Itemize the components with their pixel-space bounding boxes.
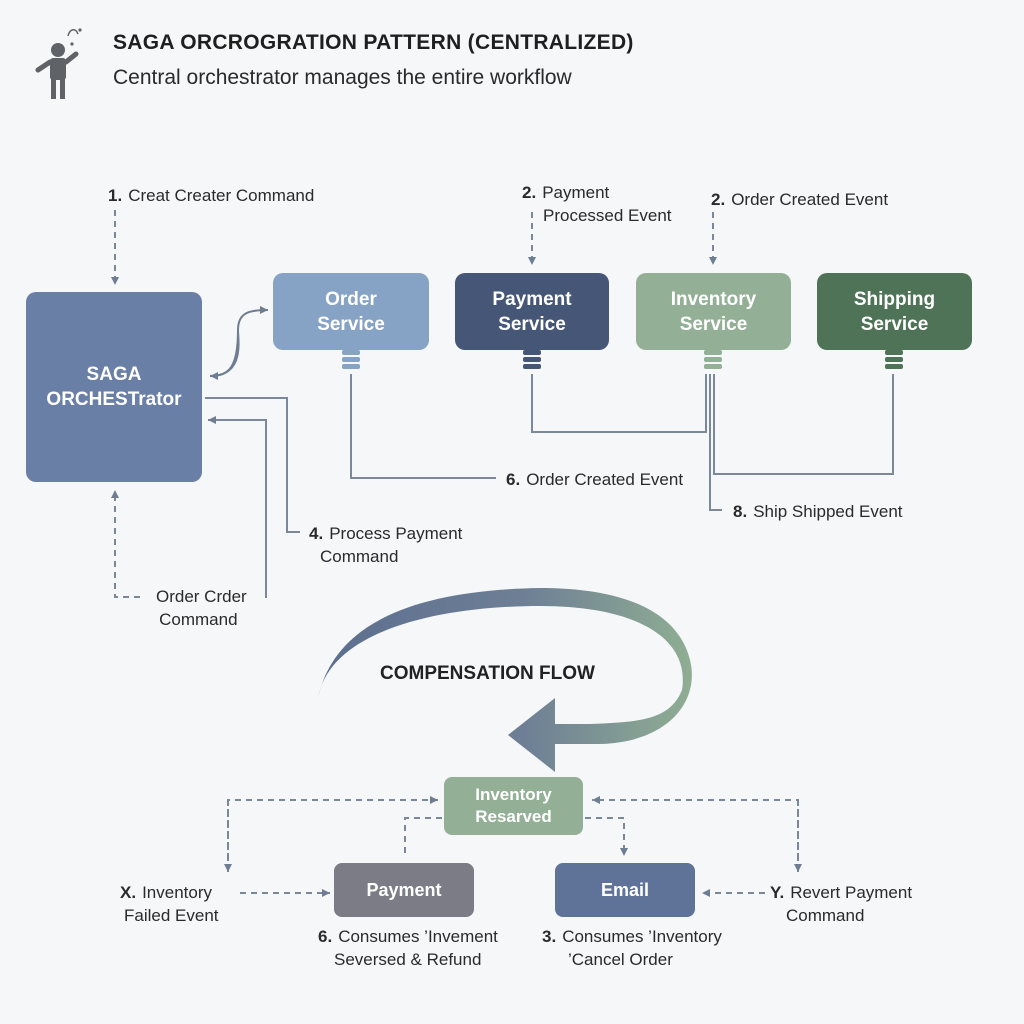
- node-label: Service: [679, 313, 748, 335]
- label-step6: 6.Order Created Event: [506, 470, 684, 489]
- order-service-node: Order Service: [273, 273, 429, 350]
- line-order-command: [208, 416, 267, 598]
- node-label: Service: [317, 313, 385, 335]
- label-step1: 1.Creat Creater Command: [108, 186, 315, 205]
- label-step3: 3.Consumes ’Inventory ’Cancel Order: [542, 927, 722, 969]
- line-step6: [350, 374, 496, 479]
- label-step8: 8.Ship Shipped Event: [733, 502, 903, 521]
- node-label: Shipping: [853, 288, 936, 310]
- node-label: Payment: [366, 879, 442, 900]
- node-label: SAGA: [86, 364, 142, 385]
- node-label: Service: [498, 313, 566, 335]
- shipping-service-node: Shipping Service: [817, 273, 972, 350]
- node-label: Order: [325, 288, 377, 310]
- label-step4: 4.Process Payment Command: [309, 524, 463, 566]
- inventory-service-node: Inventory Service: [636, 273, 791, 350]
- node-label: Payment: [492, 288, 572, 310]
- line-step4: [205, 397, 300, 533]
- label-step2a: 2.Payment Processed Event: [522, 183, 672, 225]
- line-inventory-shipping: [713, 374, 894, 475]
- label-step2b: 2.Order Created Event: [711, 190, 889, 209]
- node-label: Email: [600, 879, 650, 900]
- saga-orchestrator-node: SAGA ORCHESTrator: [26, 292, 202, 482]
- page-subtitle: Central orchestrator manages the entire …: [113, 66, 572, 89]
- database-icon: [342, 350, 360, 369]
- node-label: Inventory: [670, 288, 757, 310]
- person-juggling-icon: [35, 28, 82, 99]
- payment-node: Payment: [334, 863, 474, 917]
- dashed-reserved-to-payment: [404, 817, 442, 858]
- payment-service-node: Payment Service: [455, 273, 609, 350]
- node-label: Inventory: [475, 785, 552, 804]
- line-payment-inventory: [531, 374, 707, 433]
- database-icon: [885, 350, 903, 369]
- label-step6-compensation: 6.Consumes ’Invement Seversed & Refund: [318, 927, 498, 969]
- dashed-reserved-to-email: [585, 817, 628, 856]
- node-label: Service: [860, 313, 929, 335]
- inventory-reserved-node: Inventory Resarved: [444, 777, 583, 835]
- node-label: ORCHESTrator: [46, 389, 182, 410]
- page-title: SAGA ORCROGRATION PATTERN (CENTRALIZED): [113, 31, 634, 54]
- label-order-command: Order Crder Command: [156, 587, 247, 629]
- dashed-order-command: [111, 490, 140, 598]
- database-icon: [523, 350, 541, 369]
- compensation-flow-label: COMPENSATION FLOW: [380, 663, 595, 684]
- email-node: Email: [555, 863, 695, 917]
- node-label: Resarved: [475, 807, 552, 826]
- arrow-orchestrator-order: [209, 306, 269, 377]
- line-step8: [709, 374, 722, 511]
- dashed-x-to-reserved: [227, 796, 438, 870]
- database-icon: [704, 350, 722, 369]
- label-stepX: X.Inventory Failed Event: [120, 883, 219, 925]
- compensation-arc: [318, 588, 692, 772]
- label-stepY: Y.Revert Payment Command: [770, 883, 913, 925]
- dashed-y-to-reserved: [592, 796, 799, 870]
